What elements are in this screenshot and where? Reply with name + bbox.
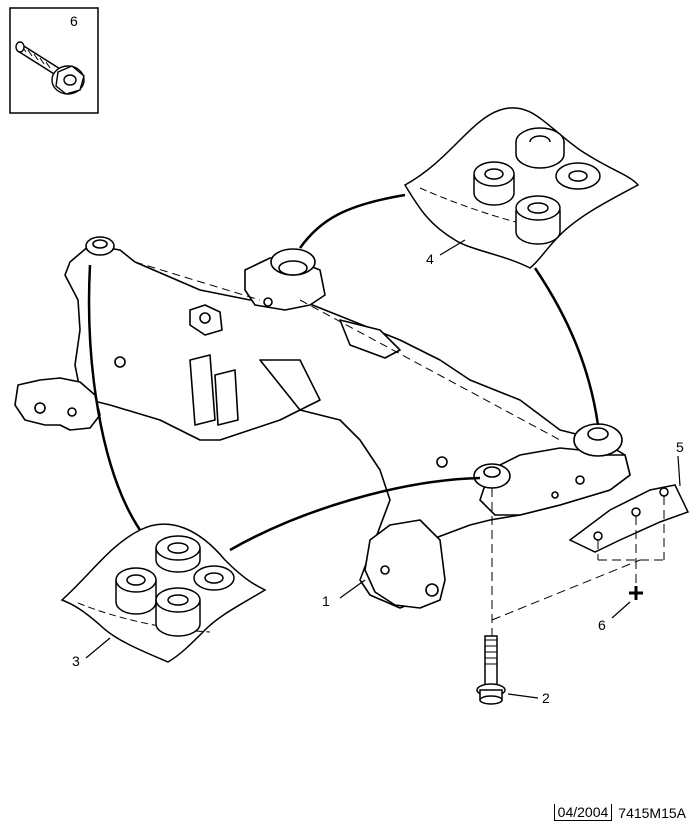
diagram-reference: 7415M15A	[618, 804, 686, 821]
frame-bushes	[85, 236, 623, 489]
bush-icon	[515, 127, 565, 169]
bush-icon	[555, 162, 601, 190]
assembly-lines	[491, 488, 665, 640]
bush-icon	[515, 195, 561, 245]
bush-icon	[155, 587, 201, 637]
flange-bolt-icon	[15, 41, 85, 95]
diagram-footer: 04/2004 7415M15A	[553, 804, 686, 821]
inset-callout-label: 6	[70, 13, 78, 29]
diagram-date: 04/2004	[553, 804, 613, 821]
long-bolt-icon	[476, 635, 506, 705]
callout-1: 1	[322, 593, 330, 609]
callout-6: 6	[598, 617, 606, 633]
callout-5: 5	[676, 439, 684, 455]
bolt-inset: 6	[9, 7, 99, 114]
callout-4: 4	[426, 251, 434, 267]
callout-leaders	[85, 239, 681, 699]
callout-2: 2	[542, 690, 550, 706]
bush-icon	[155, 535, 201, 573]
bush-icon	[473, 161, 515, 206]
reinforcement-plate	[568, 484, 690, 553]
subframe-crossmember	[14, 244, 631, 609]
bush-kit-4	[403, 107, 640, 269]
callout-3: 3	[72, 653, 80, 669]
leader-curves	[87, 193, 600, 552]
bush-kit-3	[60, 523, 267, 663]
bush-icon	[115, 567, 157, 615]
bush-icon	[193, 565, 235, 591]
plus-marker-icon	[629, 586, 643, 600]
